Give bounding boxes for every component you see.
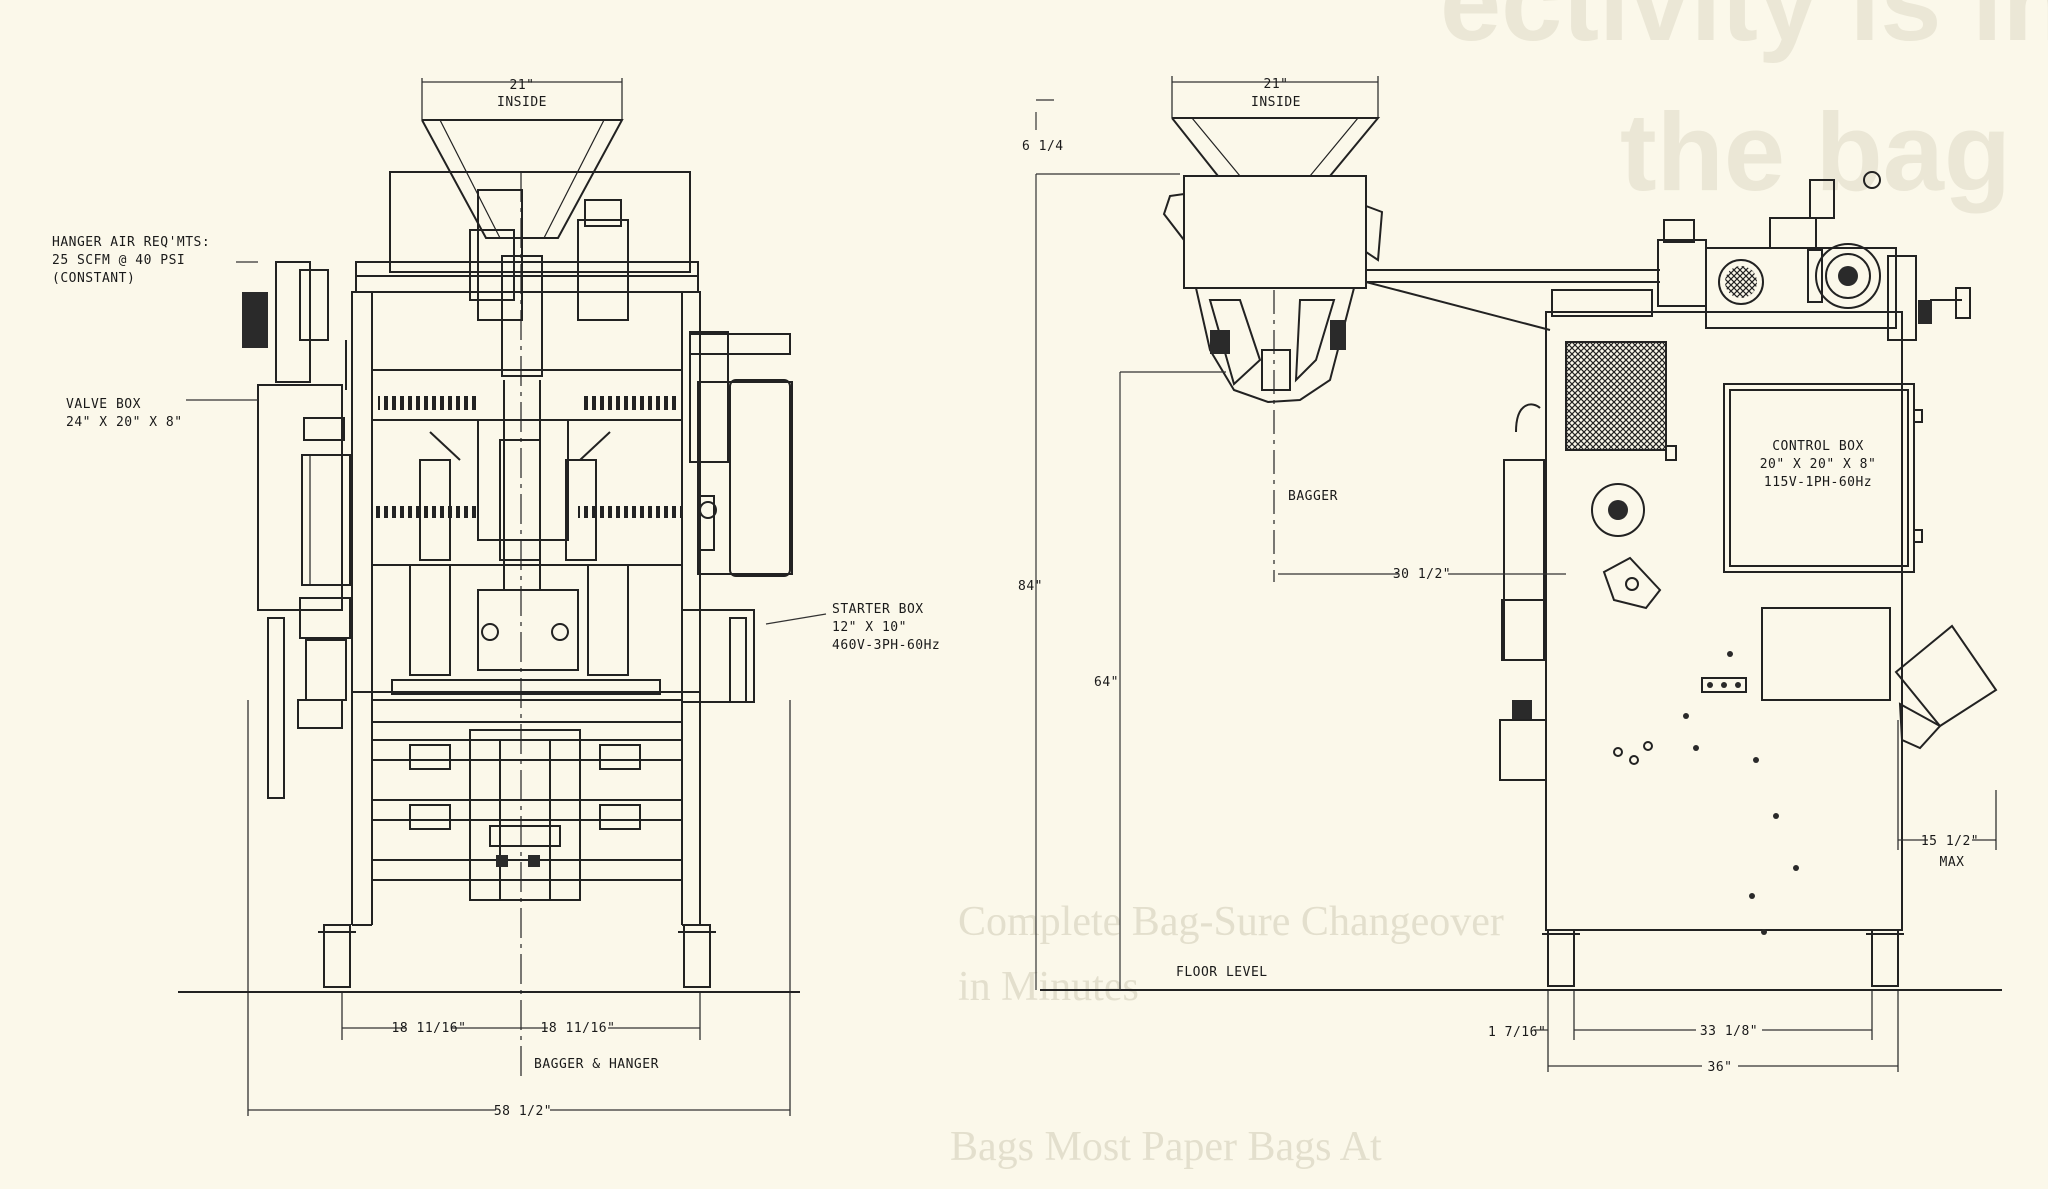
front-hopper — [421, 78, 624, 239]
side-foot-left — [1547, 929, 1575, 987]
front-main-frame — [351, 291, 701, 693]
side-dim-inner: 33 1/8" — [1700, 1024, 1758, 1039]
svg-text:Bags Most Paper Bags At: Bags Most Paper Bags At — [950, 1124, 1382, 1170]
svg-text:ectivity is in: ectivity is in — [1440, 0, 2048, 64]
background-text: ectivity is in the bag Complete Bag-Sure… — [950, 0, 2048, 1170]
front-dimensions — [186, 261, 827, 1116]
side-filler-head — [1162, 175, 1384, 404]
front-foot-left — [323, 924, 351, 988]
side-cylinder — [1499, 403, 1547, 781]
front-view: 21" INSIDE HANGER AIR REQ'MTS: 25 SCFM @… — [52, 78, 940, 1119]
front-upper-frame — [389, 171, 691, 273]
gear-rack-upper-right — [582, 396, 680, 410]
side-dim-base: 36" — [1708, 1060, 1733, 1075]
front-foot-right — [683, 924, 711, 988]
svg-text:Complete Bag-Sure Changeover: Complete Bag-Sure Changeover — [958, 899, 1504, 945]
front-hopper-inside: INSIDE — [497, 95, 547, 110]
control-box-label-2: 20" X 20" X 8" — [1760, 457, 1877, 472]
front-dim-left: 18 11/16" — [392, 1021, 467, 1036]
starter-box-label-1: STARTER BOX — [832, 602, 924, 617]
starter-box-label-2: 12" X 10" — [832, 620, 907, 635]
front-center-mechanism — [391, 189, 661, 695]
starter-box-label-3: 460V-3PH-60Hz — [832, 638, 940, 653]
lower-panel — [1761, 607, 1891, 701]
gear-rack-mid-left — [376, 506, 480, 518]
vent-grille — [1565, 341, 1667, 451]
side-hopper-width: 21" — [1264, 77, 1289, 92]
front-centerline-label: BAGGER & HANGER — [534, 1057, 659, 1072]
hanger-air-label-3: (CONSTANT) — [52, 271, 135, 286]
valve-box-label-1: VALVE BOX — [66, 397, 141, 412]
svg-text:the bag: the bag — [1620, 91, 2011, 214]
side-cabinet — [1545, 289, 1903, 935]
hanger-air-label-1: HANGER AIR REQ'MTS: — [52, 235, 210, 250]
side-foot-right — [1871, 929, 1899, 987]
gear-rack-mid-right — [578, 506, 682, 518]
side-dim-leg: 1 7/16" — [1488, 1025, 1546, 1040]
side-hopper-inside: INSIDE — [1251, 95, 1301, 110]
gear-rack-upper-left — [378, 396, 480, 410]
front-dim-overall: 58 1/2" — [494, 1104, 552, 1119]
side-dim-offset: 30 1/2" — [1393, 567, 1451, 582]
discharge-chute — [1894, 624, 1998, 728]
svg-text:in Minutes: in Minutes — [958, 964, 1139, 1010]
side-centerline-label: BAGGER — [1288, 489, 1338, 504]
front-hopper-width: 21" — [510, 78, 535, 93]
side-dim-max: 15 1/2" — [1921, 834, 1979, 849]
side-dim-total-height: 84" — [1018, 579, 1043, 594]
hanger-air-label-2: 25 SCFM @ 40 PSI — [52, 253, 185, 268]
front-dim-right: 18 11/16" — [541, 1021, 616, 1036]
floor-level-label: FLOOR LEVEL — [1176, 965, 1268, 980]
handwheel-icon — [1591, 483, 1645, 537]
side-dimensions — [1035, 99, 1997, 1072]
control-box — [1723, 383, 1923, 573]
valve-box — [242, 261, 351, 799]
side-dim-top: 6 1/4 — [1022, 139, 1064, 154]
side-top-equipment — [1657, 171, 1971, 341]
valve-box-label-2: 24" X 20" X 8" — [66, 415, 183, 430]
starter-box — [681, 331, 793, 703]
side-max-label: MAX — [1940, 855, 1965, 870]
side-dim-spout-height: 64" — [1094, 675, 1119, 690]
control-box-label-1: CONTROL BOX — [1772, 439, 1864, 454]
control-box-label-3: 115V-1PH-60Hz — [1764, 475, 1872, 490]
side-view: 21" INSIDE 6 1/4 84" 64" BAGGER 30 1/2" … — [1018, 76, 2002, 1075]
front-lower-frame — [371, 699, 683, 901]
